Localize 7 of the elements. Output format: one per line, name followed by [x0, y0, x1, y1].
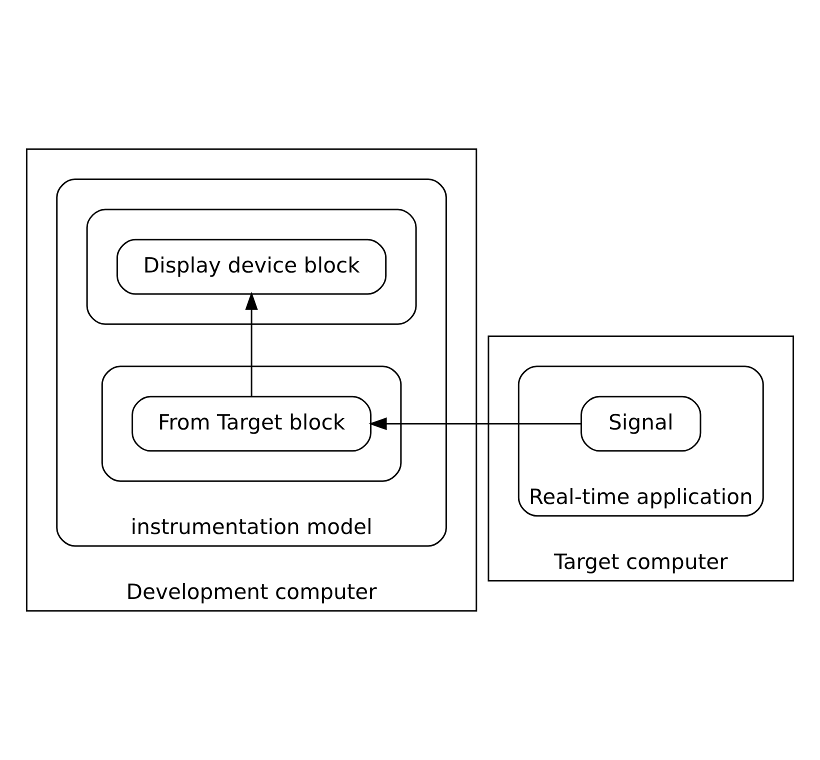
cluster	[101, 366, 402, 482]
node-box: Display device block	[116, 238, 387, 295]
arrow	[368, 417, 581, 430]
node-box: Signal	[580, 396, 702, 452]
arrow	[245, 292, 258, 396]
node-box: From Target block	[132, 396, 372, 452]
cluster	[86, 208, 417, 325]
